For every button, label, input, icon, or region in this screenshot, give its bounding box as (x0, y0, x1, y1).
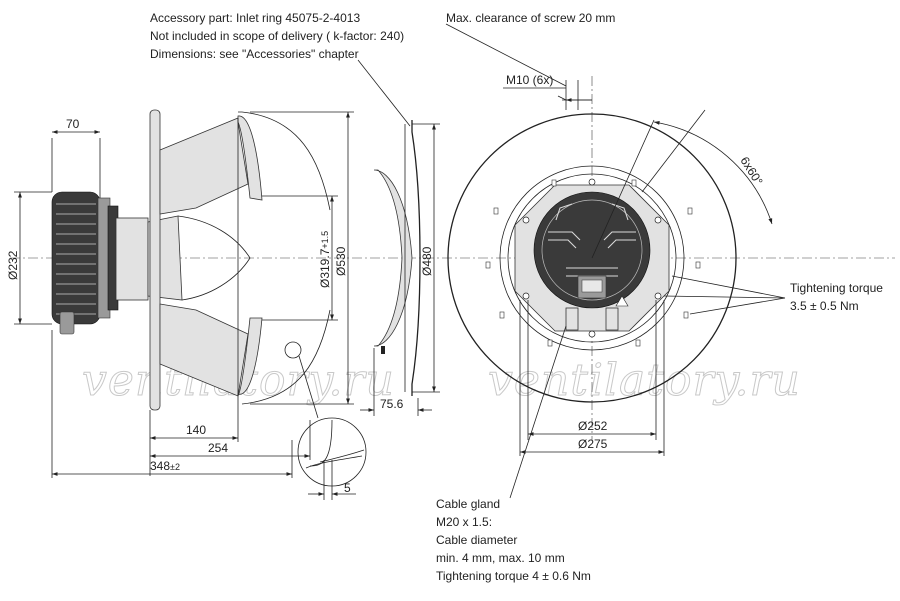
screw-hole (588, 178, 596, 186)
gland-line5: Tightening torque 4 ± 0.6 Nm (436, 569, 591, 583)
callouts: Accessory part: Inlet ring 45075-2-4013 … (150, 11, 883, 583)
dim-480: Ø480 (420, 246, 434, 276)
dim-232: Ø232 (6, 250, 20, 280)
screw-hole (654, 216, 662, 224)
cable-gland (59, 311, 75, 335)
torque-line1: Tightening torque (790, 281, 883, 295)
dim-348: 348 (150, 459, 170, 473)
screw-note: M10 (6x) (506, 73, 553, 87)
accessory-line1: Accessory part: Inlet ring 45075-2-4013 (150, 11, 360, 25)
outer-ring (447, 113, 737, 403)
accessory-line3: Dimensions: see "Accessories" chapter (150, 47, 359, 61)
accessory-line2: Not included in scope of delivery ( k-fa… (150, 29, 404, 43)
dim-5: 5 (344, 481, 351, 495)
screw-hole (522, 216, 530, 224)
gland-line1: Cable gland (436, 497, 500, 511)
torque-line2: 3.5 ± 0.5 Nm (790, 299, 859, 313)
side-view (10, 109, 895, 487)
back-plate (149, 109, 161, 411)
dim-319: Ø319.7 (318, 248, 332, 288)
blade-lower (159, 303, 249, 397)
cable-gland-left (565, 307, 579, 331)
warning-icon (615, 295, 629, 307)
side-view-dimensions: 70 Ø232 Ø319.7+1.5 Ø530 Ø480 75.6 (6, 111, 440, 500)
clearance-note: Max. clearance of screw 20 mm (446, 11, 615, 25)
dim-254: 254 (208, 441, 228, 455)
dim-530: Ø530 (334, 246, 348, 276)
leader-lines (357, 23, 786, 499)
dim-140: 140 (186, 423, 206, 437)
gland-line2: M20 x 1.5: (436, 515, 492, 529)
dim-319-tol: +1.5 (320, 231, 330, 249)
watermark-right: ventilatory.ru (488, 355, 801, 406)
dim-70: 70 (66, 117, 80, 131)
svg-text:Ø319.7+1.5: Ø319.7+1.5 (318, 231, 332, 288)
dim-348-tol: ±2 (170, 462, 180, 472)
screw-hole (522, 292, 530, 300)
dim-75: 75.6 (380, 397, 404, 411)
screw-hole (654, 292, 662, 300)
motor-housing (51, 191, 149, 335)
gland-line3: Cable diameter (436, 533, 517, 547)
angle-arc (653, 120, 773, 225)
svg-text:348±2: 348±2 (150, 459, 180, 473)
motor-face (533, 191, 651, 309)
dim-252: Ø252 (578, 419, 608, 433)
dim-275: Ø275 (578, 437, 608, 451)
screw-hole (588, 330, 596, 338)
detail-marker (284, 341, 302, 359)
blade-upper (159, 117, 249, 215)
gland-line4: min. 4 mm, max. 10 mm (436, 551, 565, 565)
cable-gland-right (605, 307, 619, 331)
